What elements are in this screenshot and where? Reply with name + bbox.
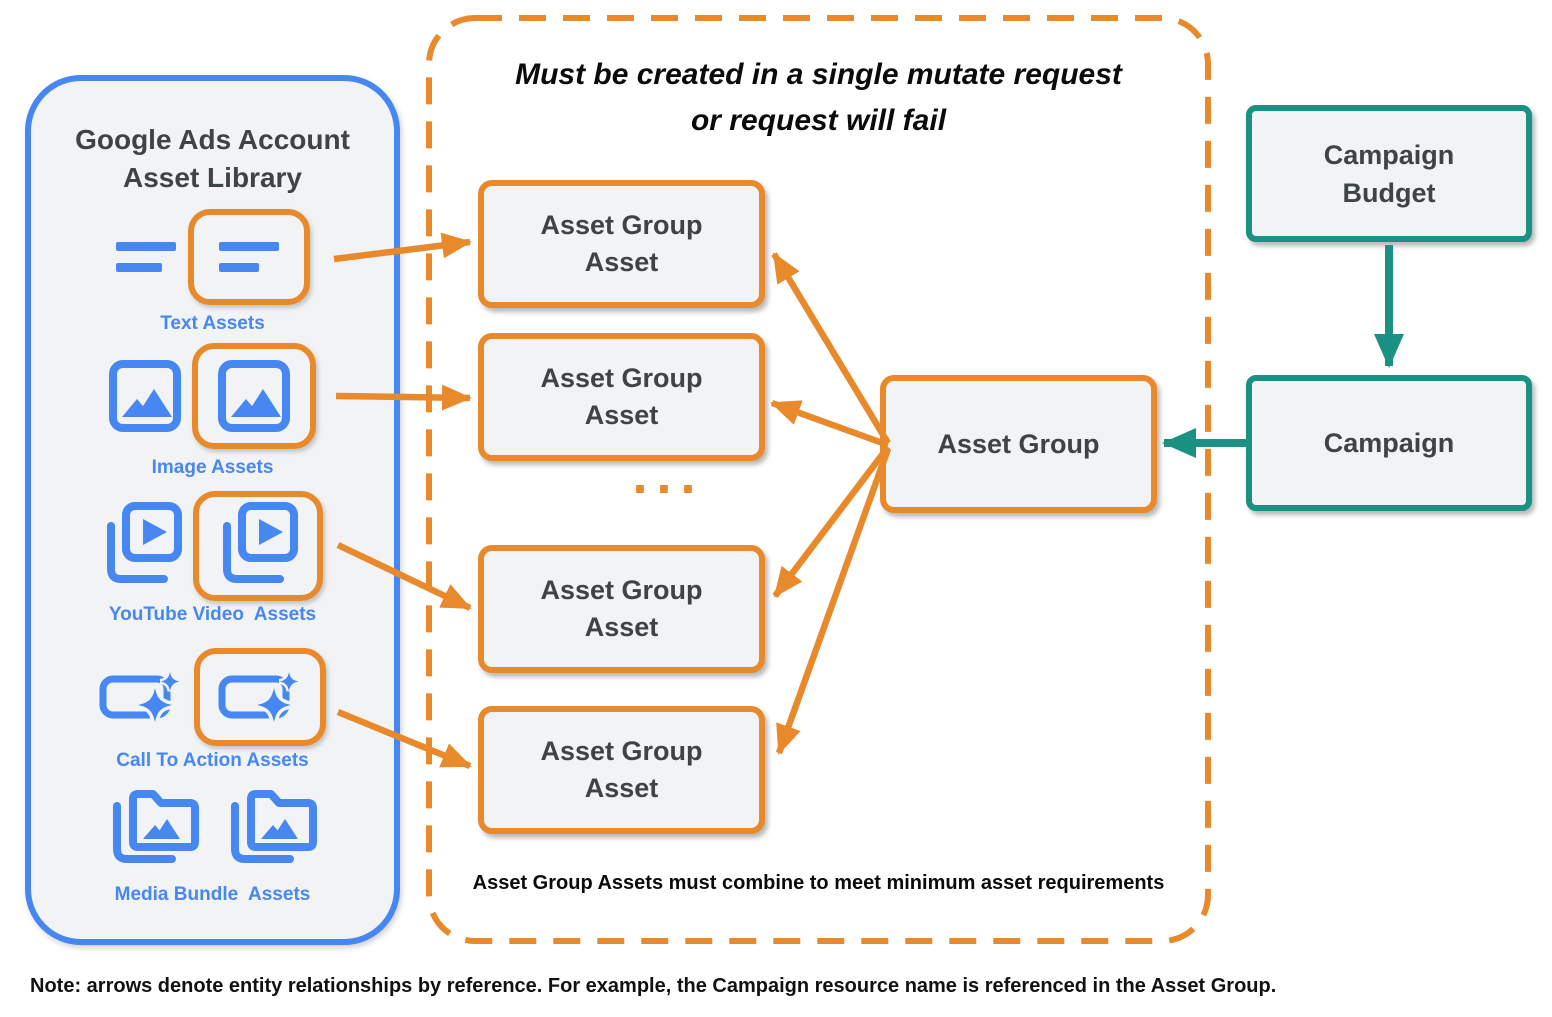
library-title: Google Ads Account Asset Library (31, 121, 394, 197)
mutate-footnote: Asset Group Assets must combine to meet … (472, 872, 1165, 894)
media-bundle-asset-icon (226, 782, 318, 868)
call-to-action-assets-label: Call To Action Assets (116, 750, 309, 771)
image-asset-icon (109, 360, 181, 432)
call-to-action-highlight-box (194, 648, 326, 746)
text-assets-row: Text Assets (31, 209, 394, 335)
youtube-video-highlight-box (193, 491, 323, 601)
image-assets-row: Image Assets (31, 343, 394, 479)
asset-group-asset-box-4: Asset Group Asset (478, 706, 765, 834)
mutate-title-line2: or request will fail (690, 104, 947, 137)
note-text: Note: arrows denote entity relationships… (30, 975, 1277, 997)
asset-group-asset-label-line2: Asset (584, 612, 659, 642)
library-title-line2: Asset Library (123, 162, 302, 193)
image-assets-label: Image Assets (151, 457, 274, 478)
mutate-title-line1: Must be created in a single mutate reque… (515, 58, 1122, 91)
text-assets-icon-pair (115, 209, 310, 305)
asset-group-asset-label-line1: Asset Group (540, 210, 703, 240)
asset-group-box: Asset Group (880, 375, 1157, 513)
campaign-budget-box: Campaign Budget (1246, 105, 1532, 242)
text-asset-highlight-box (188, 209, 310, 305)
asset-group-asset-label-line1: Asset Group (540, 575, 703, 605)
asset-group-label: Asset Group (937, 429, 1100, 459)
youtube-video-asset-icon (218, 501, 298, 591)
dashed-border (426, 15, 1211, 944)
asset-group-asset-label-line1: Asset Group (540, 736, 703, 766)
youtube-video-icon-pair (102, 491, 323, 601)
campaign-budget-label-line1: Campaign (1323, 139, 1455, 170)
call-to-action-asset-icon (218, 668, 302, 726)
more-asset-group-assets-ellipsis: ... (632, 445, 705, 505)
image-asset-icon (218, 360, 290, 432)
asset-group-asset-box-3: Asset Group Asset (478, 545, 765, 673)
asset-group-asset-label-line2: Asset (584, 400, 659, 430)
text-asset-icon (115, 235, 177, 279)
campaign-budget-label-line2: Budget (1342, 177, 1436, 208)
asset-group-asset-label-line1: Asset Group (540, 363, 703, 393)
asset-library-panel: Google Ads Account Asset Library (25, 75, 400, 945)
youtube-video-asset-icon (102, 501, 182, 591)
media-bundle-asset-icon (108, 782, 200, 868)
image-assets-icon-pair (109, 343, 316, 449)
youtube-video-assets-label: YouTube Video Assets (108, 604, 317, 625)
media-bundle-assets-label: Media Bundle Assets (114, 884, 311, 905)
call-to-action-icon-pair (99, 648, 326, 746)
asset-group-asset-label-line2: Asset (584, 247, 659, 277)
mutate-title: Must be created in a single mutate reque… (425, 52, 1212, 144)
media-bundle-icon-pair (108, 782, 318, 868)
campaign-label: Campaign (1323, 428, 1455, 458)
call-to-action-asset-icon (99, 668, 183, 726)
youtube-video-assets-row: YouTube Video Assets (31, 491, 394, 626)
mutate-request-group: Must be created in a single mutate reque… (425, 14, 1212, 945)
text-assets-label: Text Assets (160, 313, 265, 334)
asset-group-asset-box-2: Asset Group Asset (478, 333, 765, 461)
library-title-line1: Google Ads Account (75, 124, 350, 155)
campaign-box: Campaign (1246, 375, 1532, 511)
call-to-action-assets-row: Call To Action Assets (31, 648, 394, 772)
text-asset-icon (218, 235, 280, 279)
media-bundle-assets-row: Media Bundle Assets (31, 782, 394, 906)
image-asset-highlight-box (192, 343, 316, 449)
asset-group-asset-label-line2: Asset (584, 773, 659, 803)
asset-group-asset-box-1: Asset Group Asset (478, 180, 765, 308)
